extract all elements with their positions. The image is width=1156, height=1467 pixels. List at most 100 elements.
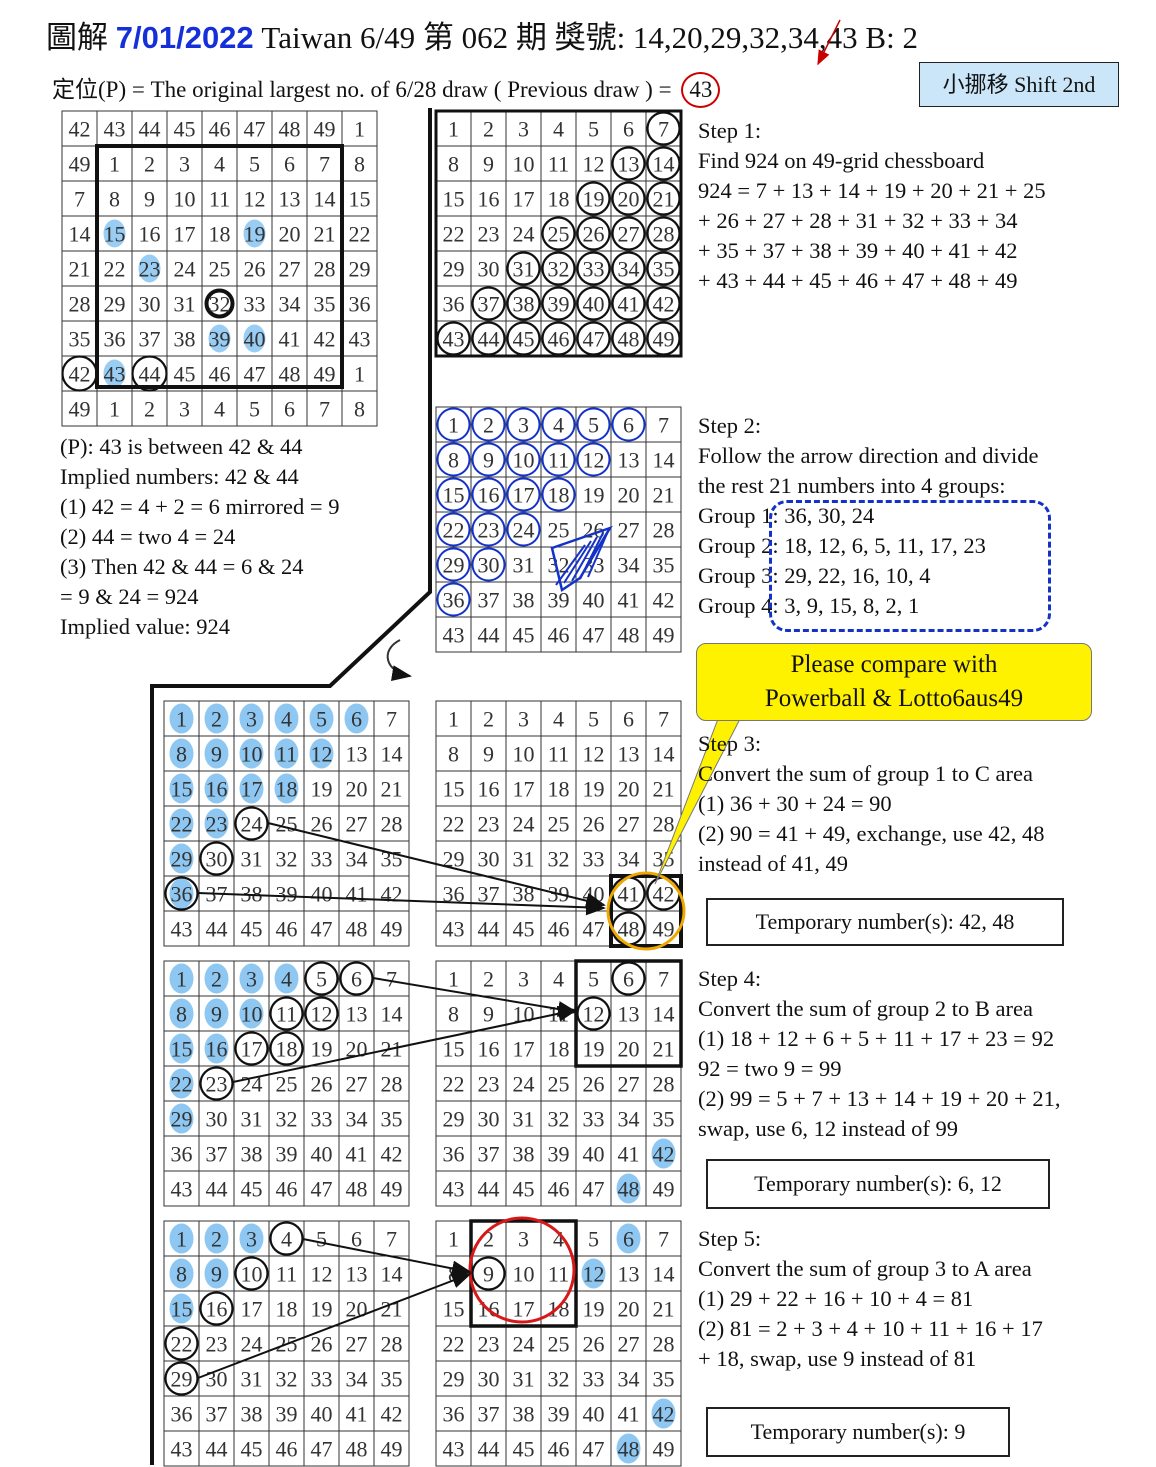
grid-number: 40 bbox=[583, 292, 605, 317]
grid-number: 41 bbox=[279, 327, 301, 352]
blue-circle bbox=[436, 512, 471, 547]
grid-number: 39 bbox=[276, 1142, 298, 1167]
grid-cell bbox=[610, 1290, 647, 1327]
grid-number: 11 bbox=[276, 1262, 297, 1287]
grid-number: 27 bbox=[618, 518, 640, 543]
callout-line-2: Powerball & Lotto6aus49 bbox=[764, 685, 1024, 712]
grid-number: 5 bbox=[588, 413, 599, 438]
grid-number: 12 bbox=[583, 152, 605, 177]
grid-cell bbox=[198, 1170, 235, 1207]
grid-number: 46 bbox=[209, 117, 231, 142]
grid-cell bbox=[470, 700, 507, 737]
note-line: (1) 42 = 4 + 2 = 6 mirrored = 9 bbox=[60, 494, 340, 519]
grid-number: 12 bbox=[244, 187, 266, 212]
step5-text: Step 5:Convert the sum of group 3 to A a… bbox=[698, 1224, 1043, 1374]
grid-number: 33 bbox=[311, 1107, 333, 1132]
grid-cell bbox=[373, 1430, 410, 1467]
grid-cell bbox=[338, 1170, 375, 1207]
grid-number: 33 bbox=[583, 1107, 605, 1132]
grid-cell bbox=[271, 285, 308, 322]
grid-number: 3 bbox=[518, 117, 529, 142]
grid-number: 37 bbox=[478, 882, 500, 907]
grid-cell bbox=[505, 840, 542, 877]
grid-cell bbox=[373, 1065, 410, 1102]
grid-cell bbox=[610, 1395, 647, 1432]
grid-number: 37 bbox=[206, 1142, 228, 1167]
grid-number: 27 bbox=[346, 812, 368, 837]
number-circle bbox=[576, 216, 611, 251]
blue-dot bbox=[204, 1258, 229, 1289]
grid-number: 10 bbox=[513, 1262, 535, 1287]
number-circle bbox=[576, 286, 611, 321]
grid-number: 35 bbox=[381, 1107, 403, 1132]
grid-number: 36 bbox=[171, 1402, 193, 1427]
grid-number: 3 bbox=[518, 413, 529, 438]
grid-cell bbox=[505, 960, 542, 997]
grid-number: 7 bbox=[658, 117, 669, 142]
blue-dot bbox=[169, 1033, 194, 1064]
grid-number: 37 bbox=[478, 1142, 500, 1167]
grid-number: 18 bbox=[548, 483, 570, 508]
step1-line: Step 1: bbox=[698, 118, 762, 143]
note-line: (P): 43 is between 42 & 44 bbox=[60, 434, 303, 459]
grid-number: 17 bbox=[513, 187, 535, 212]
blue-circle bbox=[541, 442, 576, 477]
grid-number: 29 bbox=[443, 847, 465, 872]
grid-number: 30 bbox=[478, 1107, 500, 1132]
grid-cell bbox=[166, 145, 203, 182]
grid-cell bbox=[373, 1100, 410, 1137]
blue-dot bbox=[344, 703, 369, 734]
grid-cell bbox=[505, 616, 542, 653]
grid-number: 27 bbox=[346, 1072, 368, 1097]
number-circle bbox=[471, 286, 506, 321]
blue-dot bbox=[309, 738, 334, 769]
grid-number: 45 bbox=[513, 917, 535, 942]
grid-cell bbox=[610, 1135, 647, 1172]
grid-cell bbox=[373, 1395, 410, 1432]
number-circle bbox=[611, 216, 646, 251]
grid-number: 6 bbox=[623, 117, 634, 142]
grid-number: 1 bbox=[109, 152, 120, 177]
grid-cell bbox=[435, 1135, 472, 1172]
grid-number: 35 bbox=[653, 1107, 675, 1132]
grid-number: 31 bbox=[241, 1107, 263, 1132]
flow-arrow bbox=[302, 1238, 472, 1277]
grid-number: 39 bbox=[548, 1402, 570, 1427]
grid-number: 44 bbox=[478, 1437, 500, 1462]
grid-cell bbox=[303, 1430, 340, 1467]
grid-cell bbox=[435, 735, 472, 772]
grid-number: 48 bbox=[618, 1177, 640, 1202]
blue-circle bbox=[541, 407, 576, 442]
grid-number: 43 bbox=[171, 1437, 193, 1462]
blue-dot bbox=[103, 219, 126, 248]
grid-number: 33 bbox=[311, 1367, 333, 1392]
number-circle bbox=[576, 181, 611, 216]
grid-number: 43 bbox=[171, 917, 193, 942]
grid-number: 7 bbox=[386, 707, 397, 732]
grid-cell bbox=[435, 875, 472, 912]
grid-number: 16 bbox=[478, 187, 500, 212]
grid-number: 20 bbox=[279, 222, 301, 247]
blue-dot bbox=[309, 703, 334, 734]
grid-cell bbox=[610, 805, 647, 842]
grid-cell bbox=[435, 616, 472, 653]
grid-number: 47 bbox=[583, 1437, 605, 1462]
blue-dot bbox=[239, 1223, 264, 1254]
grid-number: 45 bbox=[513, 1437, 535, 1462]
grid-number: 5 bbox=[316, 1227, 327, 1252]
grid-number: 41 bbox=[346, 882, 368, 907]
blue-dot bbox=[169, 808, 194, 839]
number-circle bbox=[304, 996, 339, 1031]
grid-cell bbox=[540, 805, 577, 842]
grid-cell bbox=[61, 390, 98, 427]
grid-number: 10 bbox=[241, 1262, 263, 1287]
grid-cell bbox=[268, 875, 305, 912]
grid-number: 31 bbox=[513, 257, 535, 282]
grid-number: 26 bbox=[311, 812, 333, 837]
grid-number: 41 bbox=[618, 882, 640, 907]
blue-dot bbox=[239, 963, 264, 994]
grid-number: 3 bbox=[518, 967, 529, 992]
grid-number: 42 bbox=[653, 1142, 675, 1167]
